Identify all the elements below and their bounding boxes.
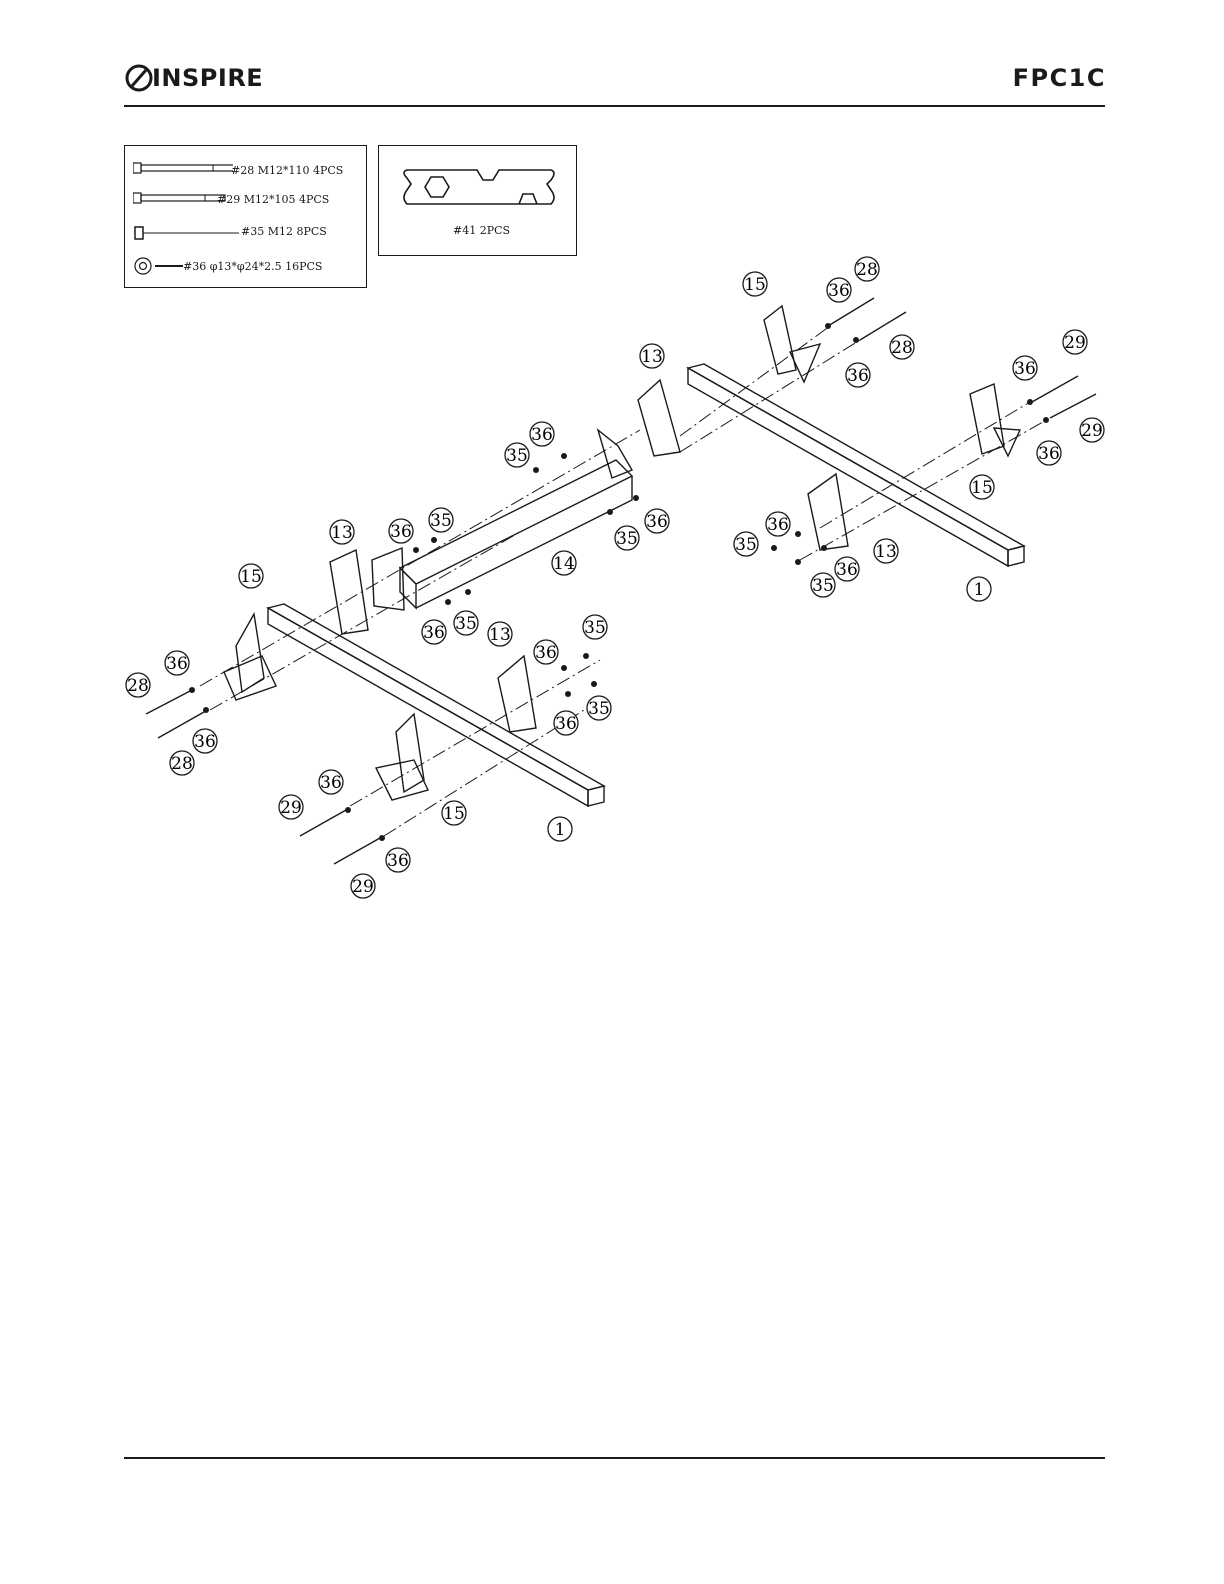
callout-label: 29	[1064, 333, 1086, 353]
callout-part-29: 29	[351, 874, 375, 898]
callout-part-36: 36	[534, 640, 558, 664]
callout-label: 1	[974, 580, 985, 600]
bracket-15	[970, 384, 1020, 456]
callout-label: 36	[555, 714, 577, 734]
step-plate	[372, 430, 632, 610]
bolt-29	[1050, 394, 1096, 418]
callout-label: 36	[767, 515, 789, 535]
callout-label: 35	[812, 576, 834, 596]
callout-label: 35	[588, 699, 610, 719]
callout-part-35: 35	[429, 508, 453, 532]
bracket-13	[808, 474, 848, 550]
callout-part-36: 36	[645, 509, 669, 533]
callout-label: 1	[555, 820, 566, 840]
callout-label: 13	[331, 523, 353, 543]
callout-part-35: 35	[454, 611, 478, 635]
callout-part-35: 35	[811, 573, 835, 597]
callout-label: 36	[828, 281, 850, 301]
callout-part-36: 36	[386, 848, 410, 872]
callout-label: 35	[584, 618, 606, 638]
callout-part-15: 15	[743, 272, 767, 296]
callout-label: 29	[352, 877, 374, 897]
callout-label: 36	[535, 643, 557, 663]
callout-part-35: 35	[505, 443, 529, 467]
callout-label: 36	[390, 522, 412, 542]
callout-part-29: 29	[1080, 418, 1104, 442]
callout-label: 14	[553, 554, 575, 574]
bolt-28	[828, 298, 874, 326]
bolt-29	[334, 838, 380, 864]
callout-part-36: 36	[422, 620, 446, 644]
callout-label: 15	[443, 804, 465, 824]
callout-label: 36	[1014, 359, 1036, 379]
callout-part-36: 36	[193, 729, 217, 753]
callout-part-28: 28	[170, 751, 194, 775]
callout-label: 35	[506, 446, 528, 466]
callout-part-36: 36	[554, 711, 578, 735]
callout-label: 36	[166, 654, 188, 674]
callout-label: 36	[1038, 444, 1060, 464]
callout-part-35: 35	[615, 526, 639, 550]
callout-label: 35	[735, 535, 757, 555]
callout-label: 36	[320, 773, 342, 793]
bracket-13	[498, 656, 536, 732]
callout-part-14: 14	[552, 551, 576, 575]
callout-part-1: 1	[967, 577, 991, 601]
callout-part-36: 36	[530, 422, 554, 446]
bolt-29	[300, 810, 346, 836]
callout-part-13: 13	[488, 622, 512, 646]
callout-part-35: 35	[734, 532, 758, 556]
callout-part-36: 36	[319, 770, 343, 794]
callout-label: 13	[641, 347, 663, 367]
callout-part-35: 35	[587, 696, 611, 720]
callout-label: 36	[194, 732, 216, 752]
callout-label: 36	[387, 851, 409, 871]
callout-part-29: 29	[279, 795, 303, 819]
callout-part-28: 28	[890, 335, 914, 359]
callout-part-1: 1	[548, 817, 572, 841]
callout-label: 13	[875, 542, 897, 562]
callout-part-13: 13	[330, 520, 354, 544]
callout-part-28: 28	[126, 673, 150, 697]
callout-label: 36	[531, 425, 553, 445]
callout-part-36: 36	[1037, 441, 1061, 465]
callout-label: 15	[744, 275, 766, 295]
callout-part-15: 15	[970, 475, 994, 499]
bracket-15	[376, 714, 428, 800]
callout-label: 13	[489, 625, 511, 645]
callout-label: 36	[847, 366, 869, 386]
callout-label: 28	[127, 676, 149, 696]
callout-label: 35	[455, 614, 477, 634]
callout-label: 15	[971, 478, 993, 498]
callout-part-29: 29	[1063, 330, 1087, 354]
callout-part-36: 36	[766, 512, 790, 536]
callout-label: 29	[1081, 421, 1103, 441]
bracket-13	[638, 380, 680, 456]
callout-part-36: 36	[389, 519, 413, 543]
callout-label: 35	[430, 511, 452, 531]
callout-part-28: 28	[855, 257, 879, 281]
callout-label: 28	[891, 338, 913, 358]
callout-label: 35	[616, 529, 638, 549]
callout-part-13: 13	[640, 344, 664, 368]
callout-part-36: 36	[1013, 356, 1037, 380]
callout-part-36: 36	[835, 557, 859, 581]
callout-label: 29	[280, 798, 302, 818]
callout-label: 36	[423, 623, 445, 643]
bolt-29	[1032, 376, 1078, 402]
callout-label: 36	[836, 560, 858, 580]
callout-part-36: 36	[165, 651, 189, 675]
callout-part-15: 15	[239, 564, 263, 588]
callout-part-15: 15	[442, 801, 466, 825]
callout-part-13: 13	[874, 539, 898, 563]
callout-part-36: 36	[846, 363, 870, 387]
callout-label: 15	[240, 567, 262, 587]
callout-part-35: 35	[583, 615, 607, 639]
callout-label: 28	[856, 260, 878, 280]
bolt-28	[146, 690, 192, 714]
callout-part-36: 36	[827, 278, 851, 302]
callout-label: 36	[646, 512, 668, 532]
callout-label: 28	[171, 754, 193, 774]
